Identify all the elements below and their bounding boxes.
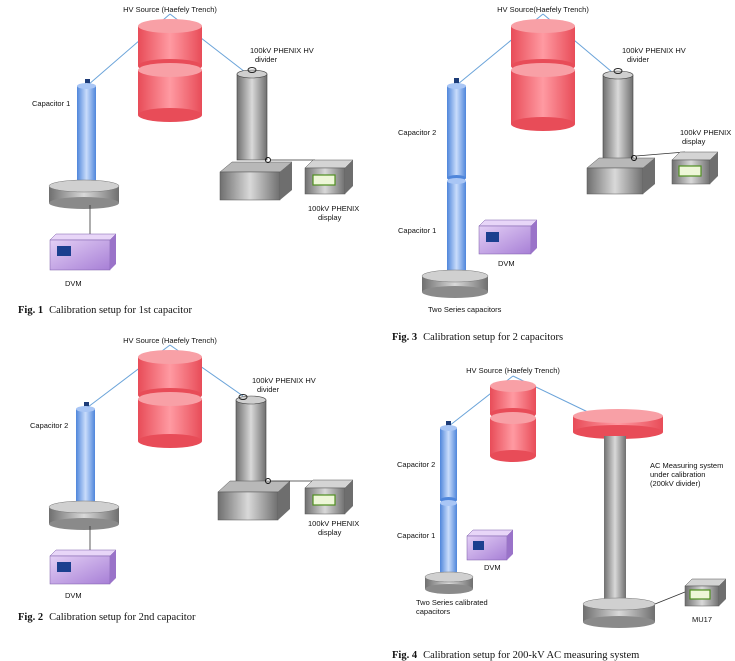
fig1-display-label-2: display [318, 213, 342, 222]
fig2-dvm-label: DVM [65, 591, 82, 600]
fig2-capacitor-base [48, 500, 120, 530]
fig4-hv-source-label: HV Source (Haefely Trench) [466, 366, 560, 375]
fig4-ac-measuring-system [573, 409, 663, 628]
fig2-capacitor2-label: Capacitor 2 [30, 421, 68, 430]
fig3-capacitor-2 [447, 78, 466, 181]
fig1-capacitor1-label: Capacitor 1 [32, 99, 70, 108]
fig3-capacitor2-label: Capacitor 2 [398, 128, 436, 137]
fig3-hv-source [511, 19, 575, 131]
fig4-dvm-label: DVM [484, 563, 501, 572]
fig4-ac-system-label-1: AC Measuring system [650, 461, 723, 470]
fig3-diagram: HV Source(Haefely Trench) Capacitor 2 Ca… [392, 5, 731, 343]
fig3-display-label-2: display [682, 137, 706, 146]
fig4-capacitor-2 [440, 421, 457, 503]
fig3-two-series-label: Two Series capacitors [428, 305, 502, 314]
fig4-capacitor-1 [440, 500, 457, 578]
fig3-hv-divider [586, 68, 656, 195]
fig2-capacitor-2 [76, 402, 95, 510]
fig4-capacitor2-label: Capacitor 2 [397, 460, 435, 469]
fig1-capacitor-base [48, 179, 120, 209]
fig4-diagram: HV Source (Haefely Trench) Capacitor 2 C… [392, 366, 727, 661]
fig3-display-label-1: 100kV PHENIX [680, 128, 731, 137]
fig1-capacitor-1 [77, 79, 96, 189]
fig4-mu17 [684, 578, 727, 607]
fig2-hv-source-label: HV Source (Haefely Trench) [123, 336, 217, 345]
fig3-divider-label-1: 100kV PHENIX HV [622, 46, 686, 55]
fig4-capacitor1-label: Capacitor 1 [397, 531, 435, 540]
fig2-hv-divider [217, 394, 291, 521]
fig1-dvm [49, 233, 117, 271]
fig3-dvm-label: DVM [498, 259, 515, 268]
fig1-dvm-label: DVM [65, 279, 82, 288]
fig3-capacitor-base [421, 269, 489, 298]
fig1-divider-label-2: divider [255, 55, 278, 64]
fig3-hv-source-label: HV Source(Haefely Trench) [497, 5, 589, 14]
fig3-divider-label-2: divider [627, 55, 650, 64]
fig2-divider-label-2: divider [257, 385, 280, 394]
fig1-hv-source [138, 19, 202, 122]
fig1-diagram: HV Source (Haefely Trench) Capacitor 1 [18, 5, 359, 316]
fig4-two-series-label-2: capacitors [416, 607, 450, 616]
fig3-capacitor-1 [447, 178, 466, 276]
fig2-display-label-1: 100kV PHENIX [308, 519, 359, 528]
fig1-display-label-1: 100kV PHENIX [308, 204, 359, 213]
fig2-divider-label-1: 100kV PHENIX HV [252, 376, 316, 385]
fig2-hv-source [138, 350, 202, 448]
fig2-display-label-2: display [318, 528, 342, 537]
fig4-hv-source [490, 380, 536, 462]
fig3-dvm [478, 219, 538, 255]
fig4-capacitor-base [424, 571, 474, 594]
fig3-display [671, 151, 719, 185]
fig2-diagram: HV Source (Haefely Trench) Capacitor 2 [18, 336, 359, 623]
fig4-ac-system-label-2: under calibration [650, 470, 705, 479]
fig1-hv-source-label: HV Source (Haefely Trench) [123, 5, 217, 14]
fig1-hv-divider [219, 67, 293, 201]
fig3-capacitor1-label: Capacitor 1 [398, 226, 436, 235]
fig4-mu17-label: MU17 [692, 615, 712, 624]
fig1-display [304, 159, 354, 195]
fig4-ac-system-label-3: (200kV divider) [650, 479, 701, 488]
fig2-display [304, 479, 354, 515]
fig4-dvm [466, 529, 514, 561]
fig1-divider-label-1: 100kV PHENIX HV [250, 46, 314, 55]
fig4-two-series-label-1: Two Series calibrated [416, 598, 488, 607]
fig2-dvm [49, 549, 117, 585]
